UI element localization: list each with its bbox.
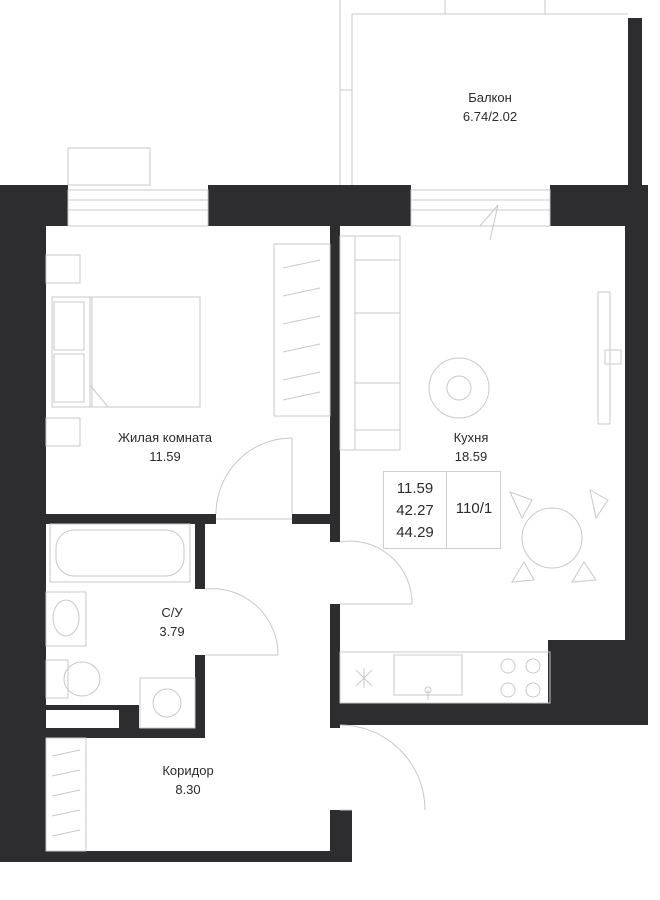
inner-walls [46,226,340,738]
living-room-furniture [45,243,331,447]
kitchen-furniture [339,235,622,704]
balcony-outline [339,0,628,185]
doors [204,437,426,811]
bathroom-furniture [45,523,196,729]
windows [67,147,551,241]
room-name: Жилая комната [118,430,212,445]
room-label-corridor: Коридор 8.30 [143,761,233,799]
room-area: 11.59 [149,449,181,464]
total-area-value: 42.27 [396,502,434,519]
room-area: 18.59 [454,449,488,464]
outer-walls [0,18,648,862]
living-area-value: 11.59 [396,480,434,497]
area-summary-box: 11.59 42.27 44.29 110/1 [383,471,501,549]
summary-divider [446,472,447,548]
room-label-living-room: Жилая комната 11.59 [95,428,235,466]
corridor-furniture [45,737,87,852]
total-with-balcony-value: 44.29 [396,524,434,541]
room-area: 6.74/2.02 [462,109,518,124]
room-area: 8.30 [175,782,201,797]
room-area: 3.79 [159,624,185,639]
area-values: 11.59 42.27 44.29 [384,478,446,544]
room-name: Коридор [162,763,214,778]
room-label-bathroom: С/У 3.79 [137,603,207,641]
room-label-balcony: Балкон 6.74/2.02 [430,88,550,126]
room-name: Балкон [468,90,512,105]
room-label-kitchen: Кухня 18.59 [431,428,511,466]
room-name: С/У [161,605,183,620]
apartment-number: 110/1 [455,500,493,517]
room-name: Кухня [453,430,489,445]
